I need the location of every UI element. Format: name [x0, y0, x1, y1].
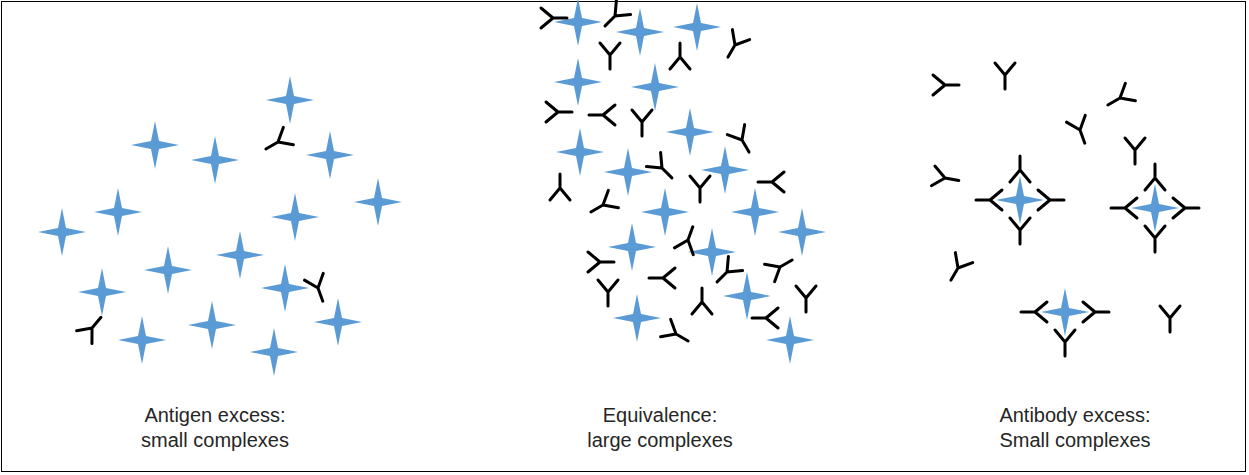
antibody — [649, 268, 675, 288]
antigen — [188, 301, 236, 349]
antibody — [727, 125, 757, 158]
antibody — [765, 251, 798, 281]
antibody — [1145, 164, 1165, 190]
antibody — [598, 280, 618, 306]
antigen — [191, 136, 239, 184]
antibody — [1021, 302, 1047, 322]
antigen — [631, 63, 679, 111]
antigen — [354, 178, 402, 226]
antigen — [314, 298, 362, 346]
caption-label: Antibody excess: Small complexes — [989, 403, 1161, 453]
antibody — [995, 63, 1015, 89]
antibody — [1145, 226, 1165, 252]
antibody — [674, 223, 702, 254]
antigen — [1131, 184, 1179, 232]
antibody — [1111, 198, 1137, 218]
antigen — [78, 268, 126, 316]
antigen — [608, 223, 656, 271]
antibody — [1173, 198, 1199, 218]
antibody — [1055, 330, 1075, 356]
antibody — [261, 127, 294, 157]
antigen — [604, 148, 652, 196]
antibody — [546, 102, 572, 122]
antigen — [94, 188, 142, 236]
antigen — [613, 294, 661, 342]
antibody — [588, 252, 614, 272]
antigen — [216, 231, 264, 279]
antigen — [688, 228, 736, 276]
caption-label: Antigen excess: small complexes — [132, 403, 298, 453]
antigen — [996, 176, 1044, 224]
antigen — [306, 131, 354, 179]
antibody — [1010, 156, 1030, 182]
antigen — [723, 272, 771, 320]
antibody — [1160, 306, 1180, 332]
antibody — [719, 30, 749, 63]
antibody — [1125, 138, 1145, 164]
antibody — [942, 253, 972, 286]
antibody — [586, 190, 619, 220]
antibody — [600, 43, 620, 69]
antigen — [271, 193, 319, 241]
antibody — [690, 176, 710, 202]
antigen — [118, 316, 166, 364]
antigen — [554, 0, 602, 46]
antigen-excess-panel — [38, 76, 402, 376]
antibody — [541, 8, 567, 28]
antigen — [144, 246, 192, 294]
antibody — [598, 0, 631, 33]
antigen — [778, 208, 826, 256]
antibody — [304, 273, 332, 304]
antibody — [796, 286, 816, 312]
antibody — [1103, 83, 1136, 113]
antibody — [933, 75, 959, 95]
antibody — [661, 319, 694, 349]
antibody — [710, 256, 743, 289]
antigen — [641, 188, 689, 236]
caption-label: Equivalence: large complexes — [582, 403, 738, 453]
antibody — [758, 172, 784, 192]
antigen — [701, 146, 749, 194]
antigen — [666, 108, 714, 156]
antigen — [556, 128, 604, 176]
antigen — [554, 58, 602, 106]
antigen — [131, 121, 179, 169]
antibody — [752, 308, 778, 328]
equivalence-panel — [541, 0, 826, 364]
antibody — [1038, 190, 1064, 210]
antibody-excess-panel — [931, 63, 1199, 356]
antibody — [646, 152, 679, 185]
antigen — [250, 328, 298, 376]
antigen — [38, 208, 86, 256]
antibody — [589, 105, 615, 125]
antibody — [976, 190, 1002, 210]
antigen — [261, 264, 309, 312]
antibody — [1083, 302, 1109, 322]
antibody — [931, 166, 960, 190]
antigen — [1041, 288, 1089, 336]
antigen — [731, 188, 779, 236]
antibody — [77, 311, 109, 344]
antigen — [266, 76, 314, 124]
antibody — [1010, 218, 1030, 244]
antibody — [632, 110, 652, 136]
antibody — [550, 174, 570, 200]
antibody — [692, 288, 712, 314]
antibody — [670, 43, 690, 69]
antibody — [1066, 115, 1094, 146]
